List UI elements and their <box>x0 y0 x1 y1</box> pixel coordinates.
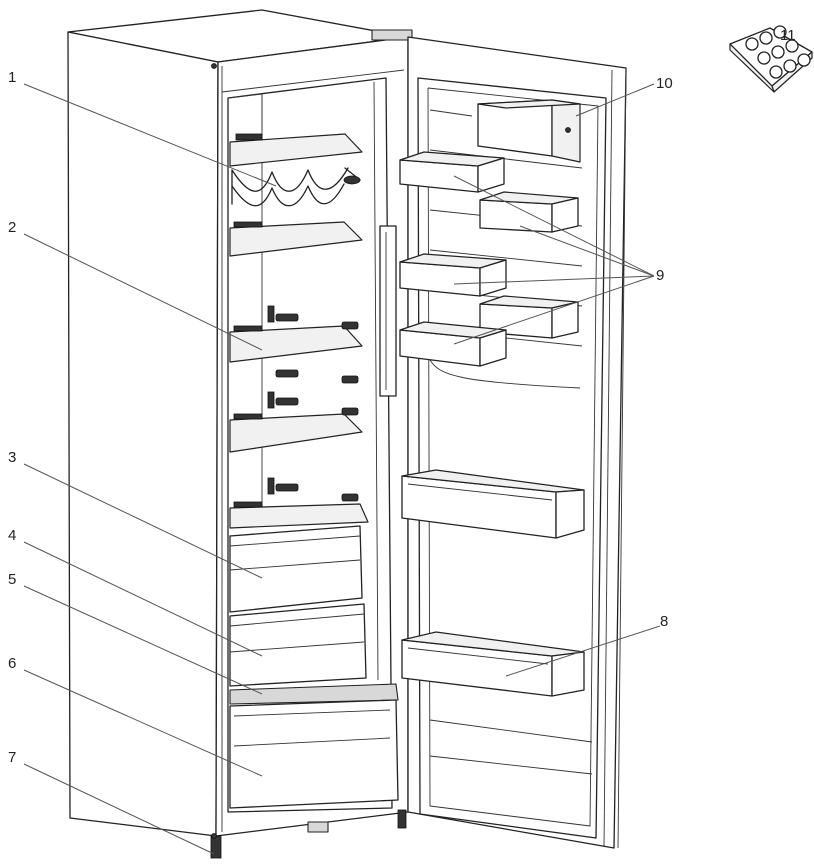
glass-shelf-2 <box>229 325 363 363</box>
cabinet-left-side <box>67 31 219 837</box>
drawer-cover-glass <box>229 683 399 705</box>
adjustable-foot-rear <box>397 809 407 829</box>
callout-5: 5 <box>8 571 16 588</box>
callout-4: 4 <box>8 527 16 544</box>
leader-lines <box>23 83 661 855</box>
callout-8: 8 <box>660 613 668 630</box>
glass-shelves <box>229 221 369 529</box>
callout-3: 3 <box>8 449 16 466</box>
top-hinge <box>371 29 413 41</box>
adjustable-foot-front <box>210 835 222 859</box>
callout-7: 7 <box>8 749 16 766</box>
leader-3 <box>23 463 263 579</box>
leader-7 <box>23 763 215 855</box>
leader-1 <box>23 83 277 187</box>
leader-2 <box>23 233 263 351</box>
dairy-compartment <box>477 99 581 163</box>
callout-11: 11 <box>780 27 796 44</box>
small-door-bins <box>399 151 579 367</box>
callout-9: 9 <box>656 267 664 284</box>
wine-rack-wire <box>231 167 349 192</box>
leader-10 <box>575 83 655 117</box>
leader-9d <box>453 275 655 345</box>
crisper-drawer-lower <box>229 603 367 687</box>
wine-rack-top-shelf <box>229 133 363 167</box>
callout-6: 6 <box>8 655 16 672</box>
glass-shelf-1 <box>229 221 363 257</box>
leader-9a <box>453 175 655 277</box>
dairy-compartment-box <box>477 99 553 157</box>
fresh-zone-drawer <box>229 699 399 809</box>
leader-8 <box>505 625 661 677</box>
callout-1: 1 <box>8 69 16 86</box>
fresh-zone <box>229 683 399 809</box>
crisper-drawer-upper <box>229 525 363 613</box>
callout-10: 10 <box>656 75 673 92</box>
door-bin-2 <box>479 199 553 233</box>
crisper-drawers <box>229 525 367 687</box>
callout-2: 2 <box>8 219 16 236</box>
egg-tray <box>729 25 813 93</box>
door-liner <box>417 77 607 839</box>
handle-recess <box>379 225 397 397</box>
wine-rack <box>229 133 363 207</box>
leader-5 <box>23 585 263 695</box>
glass-shelf-4 <box>229 503 369 529</box>
leader-9b <box>519 225 655 277</box>
glass-shelf-3 <box>229 413 363 453</box>
callouts: 1 2 3 4 5 6 7 8 9 10 11 <box>8 27 796 766</box>
large-door-bins <box>401 469 585 697</box>
leader-6 <box>23 669 263 777</box>
bottom-vent <box>307 821 329 833</box>
leader-9c <box>453 275 655 285</box>
leader-4 <box>23 541 263 657</box>
